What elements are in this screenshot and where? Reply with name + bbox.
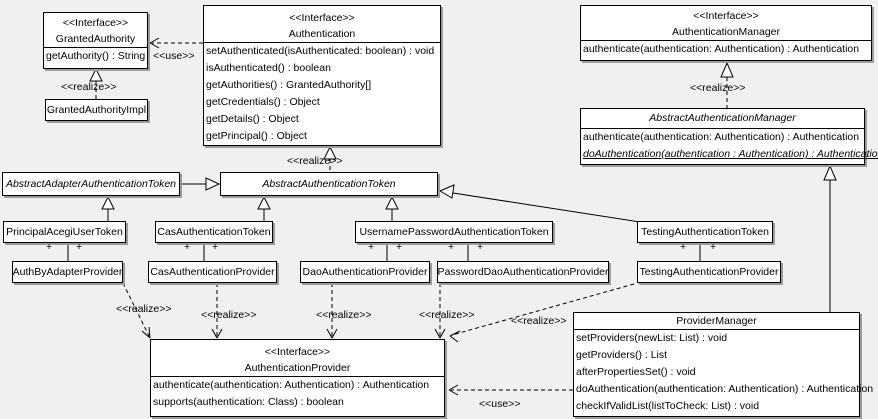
multiplicity-plus: + xyxy=(46,241,53,253)
method: doAuthentication(authentication : Authen… xyxy=(583,148,878,160)
class-auth-by-adapter-provider[interactable]: AuthByAdapterProvider xyxy=(12,261,123,283)
method: setProviders(newList: List) : void xyxy=(576,332,728,344)
realize-label: <<realize>> xyxy=(690,82,746,94)
multiplicity-plus: + xyxy=(477,241,484,253)
class-cas-authentication-provider[interactable]: CasAuthenticationProvider xyxy=(148,261,277,283)
realize-label: <<realize>> xyxy=(511,315,567,327)
multiplicity-plus: + xyxy=(680,241,687,253)
class-name: TestingAuthenticationToken xyxy=(641,226,769,238)
generalization-arrow xyxy=(823,164,837,181)
class-testing-authentication-token[interactable]: TestingAuthenticationToken xyxy=(637,221,773,243)
class-name: GrantedAuthority xyxy=(55,33,136,45)
realize-label: <<realize>> xyxy=(287,155,343,167)
generalization-arrow xyxy=(205,177,221,191)
class-name: AuthenticationManager xyxy=(672,26,780,38)
class-name: AuthByAdapterProvider xyxy=(12,266,123,278)
realize-arrow xyxy=(141,326,151,339)
class-name: AuthenticationProvider xyxy=(244,362,351,374)
realize-label: <<realize>> xyxy=(61,81,117,93)
realize-arrow xyxy=(449,330,461,343)
class-testing-authentication-provider[interactable]: TestingAuthenticationProvider xyxy=(637,261,781,283)
class-name: GrantedAuthorityImpl xyxy=(46,104,147,116)
generalization-arrow xyxy=(257,195,271,210)
method: getAuthority() : String xyxy=(46,50,146,62)
method: authenticate(authentication: Authenticat… xyxy=(583,131,860,143)
method: authenticate(authentication: Authenticat… xyxy=(153,379,430,391)
class-authentication-provider[interactable]: <<Interface>> AuthenticationProvider aut… xyxy=(150,339,445,417)
class-name: PasswordDaoAuthenticationProvider xyxy=(437,266,609,278)
method: afterPropertiesSet() : void xyxy=(576,366,696,378)
class-name: UsernamePasswordAuthenticationToken xyxy=(359,226,549,238)
class-granted-authority-impl[interactable]: GrantedAuthorityImpl xyxy=(45,99,148,121)
realize-label: <<realize>> xyxy=(316,309,372,321)
multiplicity-plus: + xyxy=(212,241,219,253)
method: isAuthenticated() : boolean xyxy=(206,62,331,74)
use-arrow xyxy=(149,37,160,49)
method: doAuthentication(authentication: Authent… xyxy=(576,383,874,395)
use-arrow xyxy=(448,384,459,396)
class-name: AbstractAuthenticationToken xyxy=(262,178,396,190)
realize-arrow xyxy=(89,67,103,82)
method: checkIfValidList(listToCheck: List) : vo… xyxy=(576,400,760,412)
method: setAuthenticated(isAuthenticated: boolea… xyxy=(206,45,435,57)
multiplicity-plus: + xyxy=(368,241,375,253)
method: authenticate(authentication: Authenticat… xyxy=(583,43,860,55)
stereotype-label: <<Interface>> xyxy=(289,12,355,24)
realize-label: <<realize>> xyxy=(116,303,172,315)
class-password-dao-authentication-provider[interactable]: PasswordDaoAuthenticationProvider xyxy=(437,261,609,283)
generalization-arrow xyxy=(438,184,455,199)
class-name: TestingAuthenticationProvider xyxy=(639,266,779,278)
method: getCredentials() : Object xyxy=(206,96,320,108)
class-name: PrincipalAcegiUserToken xyxy=(6,226,123,238)
class-dao-authentication-provider[interactable]: DaoAuthenticationProvider xyxy=(300,261,430,283)
realize-arrow xyxy=(326,328,338,339)
class-abstract-adapter-authentication-token[interactable]: AbstractAdapterAuthenticationToken xyxy=(2,172,180,196)
multiplicity-plus: + xyxy=(710,241,717,253)
multiplicity-plus: + xyxy=(448,241,455,253)
method: getDetails() : Object xyxy=(206,113,299,125)
class-name: ProviderManager xyxy=(676,315,757,327)
class-name: CasAuthenticationToken xyxy=(157,226,271,238)
class-authentication[interactable]: <<Interface>> Authentication setAuthenti… xyxy=(203,5,441,146)
method: supports(authentication: Class) : boolea… xyxy=(153,396,344,408)
use-label: <<use>> xyxy=(479,398,521,410)
class-name: CasAuthenticationProvider xyxy=(150,266,275,278)
class-principal-acegi-user-token[interactable]: PrincipalAcegiUserToken xyxy=(3,221,126,243)
class-name: AbstractAdapterAuthenticationToken xyxy=(5,178,177,190)
realize-arrow xyxy=(434,328,446,339)
method: getAuthorities() : GrantedAuthority[] xyxy=(206,79,372,91)
use-label: <<use>> xyxy=(153,50,195,62)
method: getProviders() : List xyxy=(576,349,668,361)
realize-label: <<realize>> xyxy=(419,309,475,321)
realize-arrow xyxy=(720,61,734,78)
stereotype-label: <<Interface>> xyxy=(693,10,759,22)
class-name: Authentication xyxy=(288,28,356,40)
multiplicity-plus: + xyxy=(396,241,403,253)
method: getPrincipal() : Object xyxy=(206,130,307,142)
class-abstract-authentication-manager[interactable]: AbstractAuthenticationManager authentica… xyxy=(580,108,878,165)
realize-arrow xyxy=(211,328,223,339)
class-provider-manager[interactable]: ProviderManager setProviders(newList: Li… xyxy=(573,312,874,417)
generalization-arrow xyxy=(101,195,115,210)
class-abstract-authentication-token[interactable]: AbstractAuthenticationToken xyxy=(220,172,438,196)
class-cas-authentication-token[interactable]: CasAuthenticationToken xyxy=(155,221,273,243)
multiplicity-plus: + xyxy=(76,241,83,253)
class-authentication-manager[interactable]: <<Interface>> AuthenticationManager auth… xyxy=(580,5,872,61)
class-name: DaoAuthenticationProvider xyxy=(302,266,428,278)
class-granted-authority[interactable]: <<Interface>> GrantedAuthority getAuthor… xyxy=(43,12,148,69)
class-username-password-authentication-token[interactable]: UsernamePasswordAuthenticationToken xyxy=(355,221,553,243)
stereotype-label: <<Interface>> xyxy=(62,17,129,29)
generalization-arrow xyxy=(385,195,399,210)
realize-label: <<realize>> xyxy=(201,309,257,321)
class-name: AbstractAuthenticationManager xyxy=(649,112,796,124)
multiplicity-plus: + xyxy=(184,241,191,253)
stereotype-label: <<Interface>> xyxy=(264,346,331,358)
